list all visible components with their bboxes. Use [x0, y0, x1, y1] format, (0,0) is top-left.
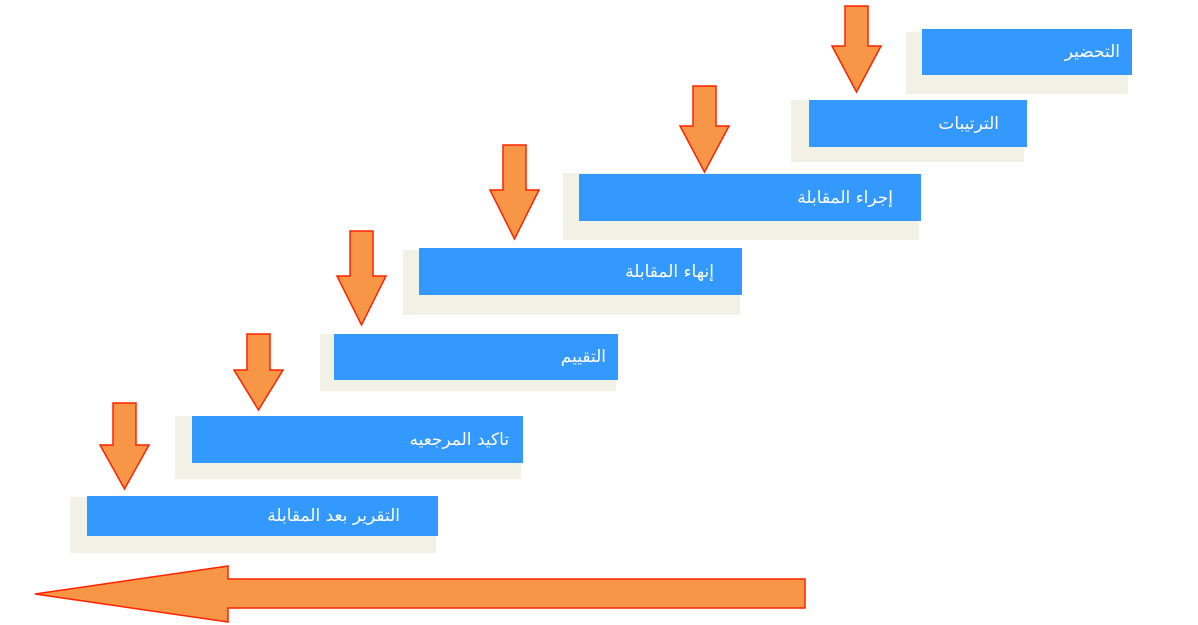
down-arrow-icon: [98, 402, 151, 491]
down-arrow-icon: [678, 85, 731, 174]
step-preparation: التحضير: [922, 29, 1132, 75]
step-arrangements: الترتيبات: [809, 100, 1027, 147]
step-label: الترتيبات: [938, 113, 999, 134]
step-evaluation: التقييم: [334, 334, 618, 380]
step-post-interview-report: التقرير بعد المقابلة: [87, 496, 438, 536]
down-arrow-icon: [232, 333, 285, 412]
step-label: إنهاء المقابلة: [625, 261, 714, 282]
step-end-interview: إنهاء المقابلة: [419, 248, 742, 295]
step-label: التقييم: [560, 347, 606, 367]
down-arrow-icon: [830, 5, 883, 94]
step-label: التقرير بعد المقابلة: [267, 506, 400, 526]
down-arrow-icon: [335, 230, 388, 327]
step-label: تاكيد المرجعيه: [409, 429, 509, 450]
step-label: إجراء المقابلة: [797, 187, 893, 208]
down-arrow-icon: [488, 144, 541, 241]
step-reference-confirmation: تاكيد المرجعيه: [192, 416, 523, 463]
step-conduct-interview: إجراء المقابلة: [579, 174, 921, 221]
step-label: التحضير: [1064, 42, 1120, 62]
